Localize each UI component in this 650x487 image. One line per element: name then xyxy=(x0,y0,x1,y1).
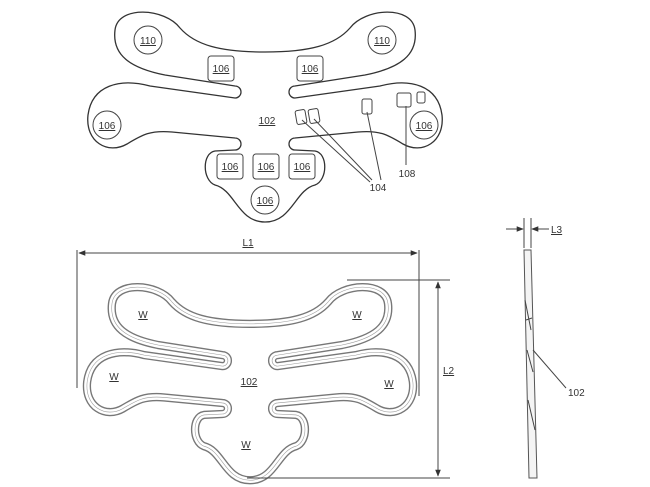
lobe-label: 106 xyxy=(257,196,274,207)
sensor xyxy=(294,109,308,125)
dimension-l1: L1 xyxy=(76,238,420,396)
sensor xyxy=(307,108,321,124)
body-label: 102 xyxy=(259,116,276,127)
lobe-circle xyxy=(92,110,122,140)
callout-108: 108 xyxy=(399,169,416,180)
pad xyxy=(296,55,324,82)
side-view: L3 102 xyxy=(506,218,585,479)
dimension-label-l3: L3 xyxy=(551,225,563,236)
lobe-label: 110 xyxy=(140,36,156,47)
sensors: 104 108 xyxy=(294,91,426,194)
pad-label: 106 xyxy=(222,162,239,173)
lobe-circle xyxy=(133,25,163,55)
sensor xyxy=(361,98,373,115)
pad xyxy=(207,55,235,82)
region-label: W xyxy=(384,379,394,390)
region-label: W xyxy=(138,310,148,321)
region-label: W xyxy=(352,310,362,321)
callout-104: 104 xyxy=(370,183,387,194)
body-label: 102 xyxy=(241,377,258,388)
region-label: W xyxy=(109,372,119,383)
pad xyxy=(252,153,280,180)
lobe-label: 106 xyxy=(99,121,116,132)
pad xyxy=(288,153,316,180)
pad-label: 106 xyxy=(213,64,230,75)
pad-label: 106 xyxy=(258,162,275,173)
pad xyxy=(216,153,244,180)
pad-label: 106 xyxy=(302,64,319,75)
pads: 106 106 106 106 106 xyxy=(207,55,324,180)
chip xyxy=(396,92,412,108)
dimension-l2: L2 xyxy=(247,279,455,479)
region-label: W xyxy=(241,440,251,451)
pad-label: 106 xyxy=(294,162,311,173)
lobe-circle xyxy=(250,185,280,215)
side-callout-102: 102 xyxy=(568,388,585,399)
lobe-circles: 110 110 106 106 106 xyxy=(92,25,439,215)
leader-lines xyxy=(301,106,407,183)
dimension-label-l1: L1 xyxy=(242,238,254,249)
lobe-circle xyxy=(409,110,439,140)
lobe-label: 110 xyxy=(374,36,390,47)
lobe-label: 106 xyxy=(416,121,433,132)
lobe-circle xyxy=(367,25,397,55)
dimension-label-l2: L2 xyxy=(443,366,455,377)
chip xyxy=(416,91,426,104)
